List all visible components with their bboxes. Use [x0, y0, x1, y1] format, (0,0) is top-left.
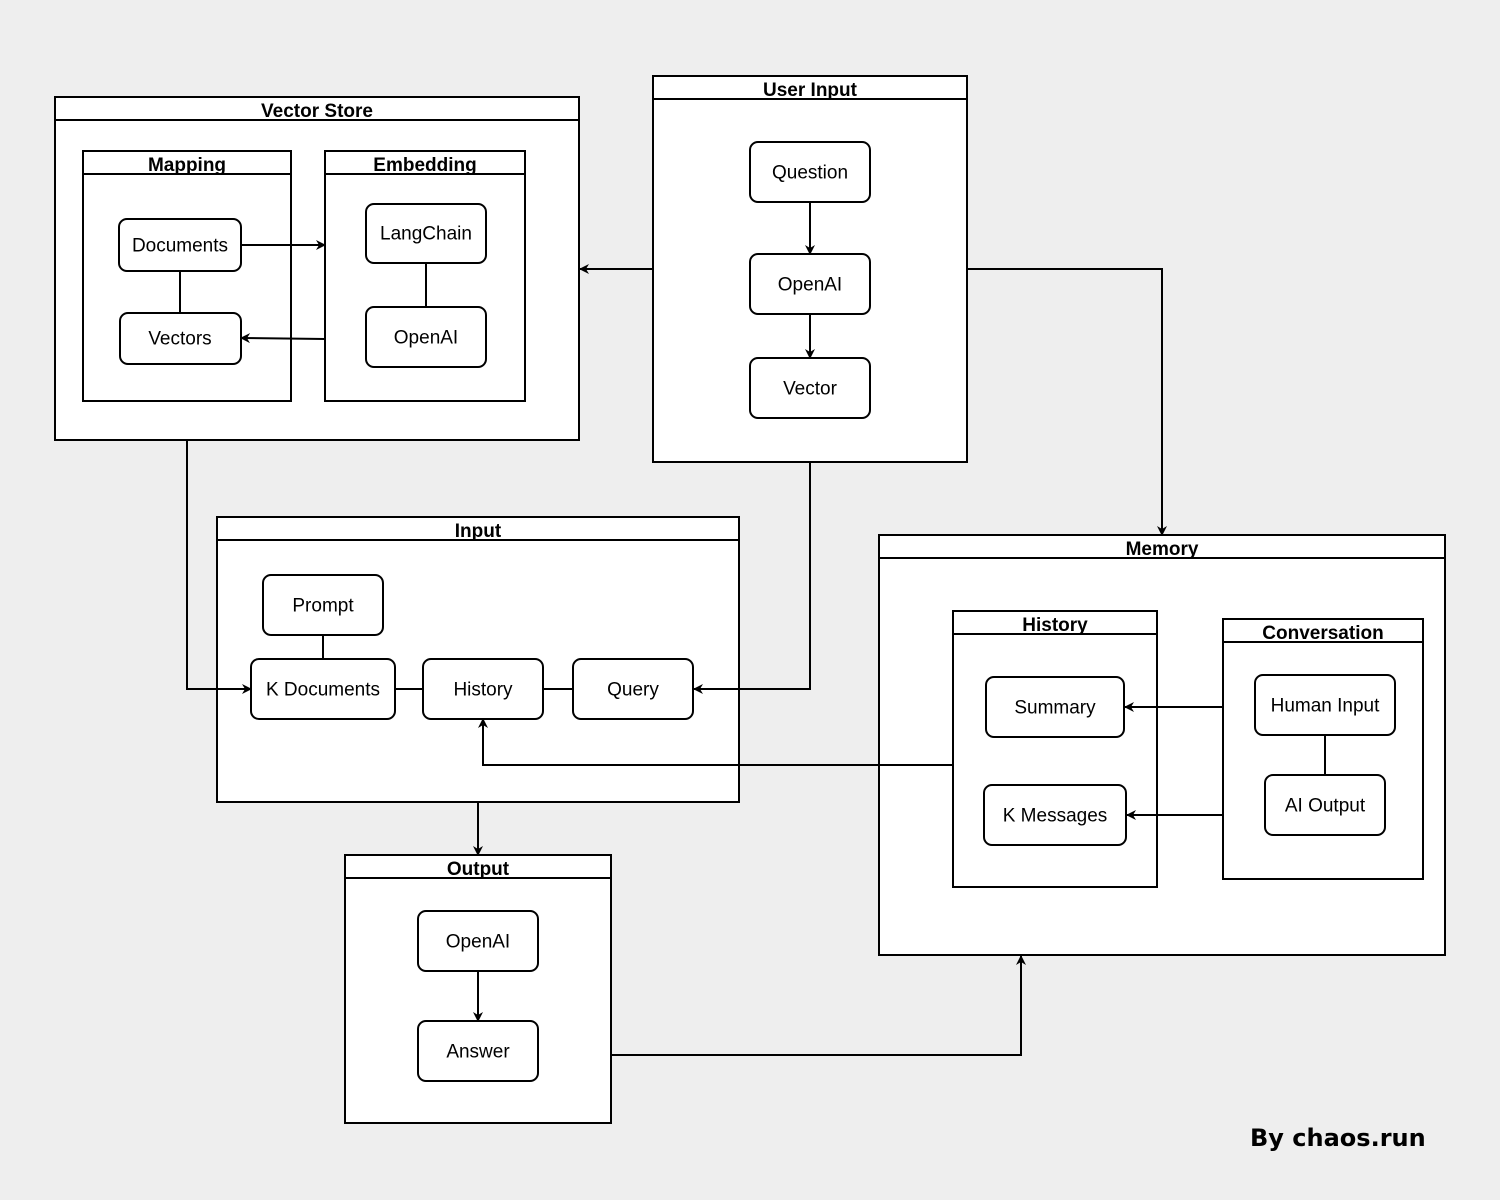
embedding-openai-label: OpenAI: [394, 328, 458, 349]
query-node: [572, 658, 694, 720]
question-node: [749, 141, 871, 203]
output-openai-node: [417, 910, 539, 972]
k-messages-node: [983, 784, 1127, 846]
embedding-to-vectors-arrow: [240, 333, 326, 344]
output-to-memory-arrow: [611, 955, 1026, 1056]
output-openai-label: OpenAI: [446, 932, 510, 953]
input-history-label: History: [453, 680, 513, 701]
k-documents-label: K Documents: [266, 680, 380, 701]
summary-node: [985, 676, 1125, 738]
prompt-label: Prompt: [292, 596, 354, 617]
userinput-to-memory-arrow: [967, 268, 1167, 536]
memory-title: Memory: [1126, 539, 1199, 560]
userinput-to-query-arrow: [693, 462, 811, 694]
prompt-node: [262, 574, 384, 636]
vectors-label: Vectors: [148, 329, 211, 350]
summary-label: Summary: [1014, 698, 1096, 719]
conversation-title: Conversation: [1262, 623, 1383, 644]
credit-text: By chaos.run: [1250, 1124, 1426, 1152]
ai-output-label: AI Output: [1285, 796, 1366, 817]
documents-label: Documents: [132, 236, 228, 257]
query-label: Query: [607, 680, 659, 701]
conversation-group: [1222, 618, 1424, 880]
mapping-title: Mapping: [148, 155, 226, 176]
answer-label: Answer: [446, 1042, 510, 1063]
user-input-title: User Input: [763, 80, 858, 101]
vectorstore-to-kdocuments-arrow: [186, 440, 252, 694]
answer-node: [417, 1020, 539, 1082]
vector-node: [749, 357, 871, 419]
human-input-node: [1254, 674, 1396, 736]
user-openai-node: [749, 253, 871, 315]
ai-output-node: [1264, 774, 1386, 836]
langchain-node: [365, 203, 487, 264]
output-title: Output: [447, 859, 510, 880]
input-title: Input: [455, 521, 502, 542]
k-messages-label: K Messages: [1003, 806, 1108, 827]
vectors-node: [119, 312, 242, 365]
langchain-label: LangChain: [380, 224, 472, 245]
memory-history-title: History: [1022, 615, 1088, 636]
user-openai-label: OpenAI: [778, 275, 842, 296]
human-input-label: Human Input: [1271, 696, 1381, 717]
k-documents-node: [250, 658, 396, 720]
question-label: Question: [772, 163, 848, 184]
vector-label: Vector: [783, 379, 838, 400]
documents-node: [118, 218, 242, 272]
vector-store-title: Vector Store: [261, 101, 373, 122]
input-history-node: [422, 658, 544, 720]
embedding-title: Embedding: [373, 155, 476, 176]
embedding-openai-node: [365, 306, 487, 368]
memoryhistory-to-history-arrow: [478, 718, 953, 766]
